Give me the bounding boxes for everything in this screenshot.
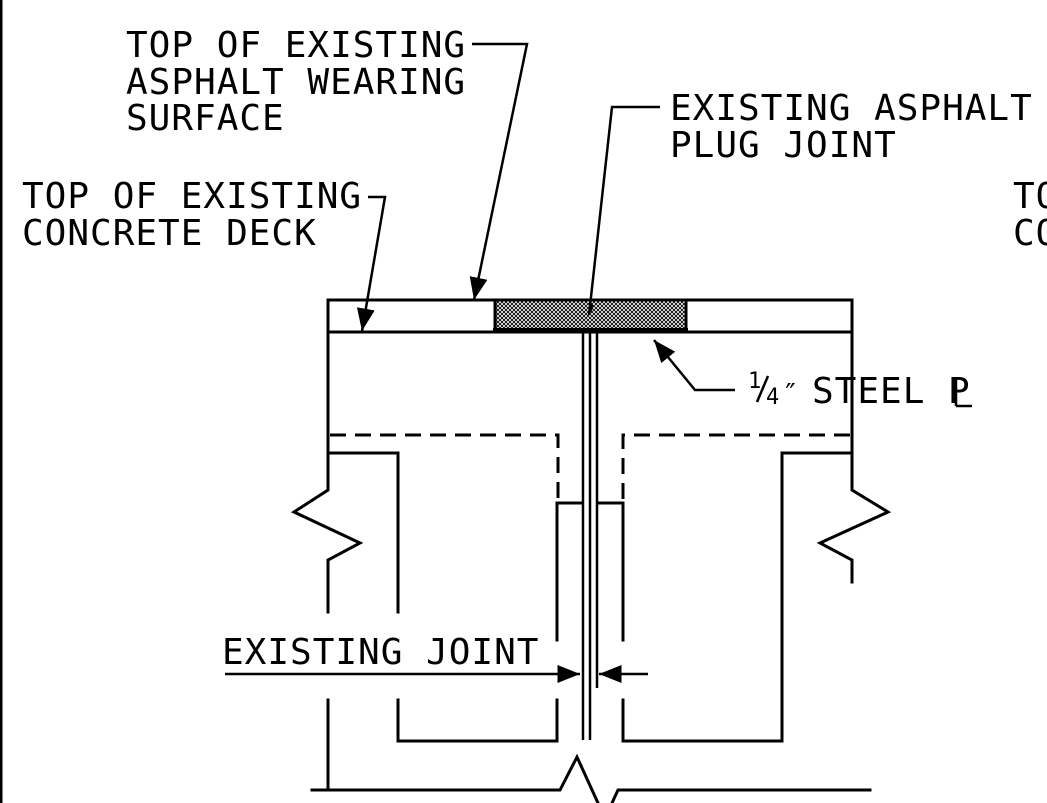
label-concrete-deck-line2: CONCRETE DECK xyxy=(22,213,317,254)
steel-plate-inch-mark: ″ xyxy=(782,377,800,410)
label-asphalt-surface: TOP OF EXISTING ASPHALT WEARING SURFACE xyxy=(126,25,489,139)
label-existing-joint: EXISTING JOINT xyxy=(222,632,539,673)
label-asphalt-surface-line3: SURFACE xyxy=(126,98,285,139)
existing-joint-gap xyxy=(581,332,599,740)
label-asphalt-surface-line2: ASPHALT WEARING xyxy=(126,62,466,103)
leader-plug-joint xyxy=(587,105,660,316)
label-concrete-deck-line1: TOP OF EXISTING xyxy=(22,176,362,217)
label-plug-joint-line1: EXISTING ASPHALT xyxy=(670,88,1033,129)
concrete-deck-top-dashed xyxy=(330,433,850,500)
label-plug-joint-line2: PLUG JOINT xyxy=(670,125,897,166)
label-plug-joint: EXISTING ASPHALT PLUG JOINT xyxy=(670,88,1047,166)
steel-plate-fraction-den: 4 xyxy=(766,385,779,410)
label-concrete-deck-right-line1: TO xyxy=(1013,176,1047,217)
label-concrete-deck-right-line2: CO xyxy=(1013,213,1047,254)
label-concrete-deck-right: TO CO xyxy=(1013,176,1047,254)
label-steel-plate: 1 4 ″ STEEL P xyxy=(748,369,972,412)
leader-concrete-deck xyxy=(356,195,387,332)
leader-asphalt-surface xyxy=(469,42,529,301)
bottom-break-line xyxy=(310,753,600,803)
steel-plate-text: STEEL xyxy=(812,371,925,412)
label-concrete-deck-left: TOP OF EXISTING CONCRETE DECK xyxy=(22,176,385,254)
label-asphalt-surface-line1: TOP OF EXISTING xyxy=(126,25,466,66)
concrete-deck-right xyxy=(596,330,892,743)
steel-plate-fraction-num: 1 xyxy=(748,369,761,394)
steel-plate-symbol: P xyxy=(948,371,971,412)
concrete-deck-left xyxy=(290,330,583,792)
leader-steel-plate xyxy=(653,339,735,392)
